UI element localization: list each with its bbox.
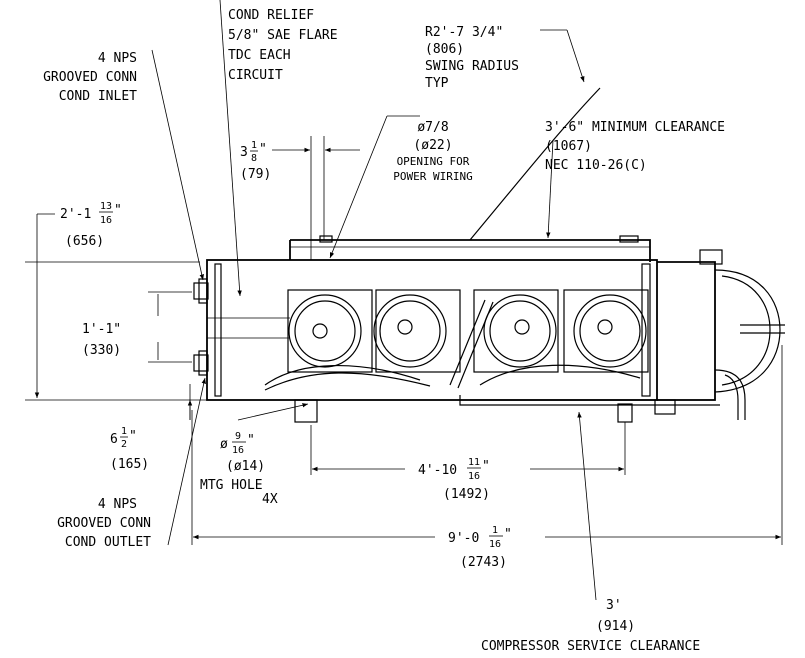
dim-4-10-suffix: "	[482, 459, 490, 474]
mtg-hole-num: 9	[235, 431, 241, 442]
dim-9-0-mm: (2743)	[460, 555, 507, 570]
cond-outlet-line2: GROOVED CONN	[57, 516, 151, 531]
cond-inlet-label: 4 NPS GROOVED CONN COND INLET	[43, 51, 137, 104]
dim-3-1-8-mm: (79)	[240, 167, 271, 182]
swing-radius-line1: R2'-7 3/4"	[425, 25, 503, 40]
compressor-clearance-mm: (914)	[596, 619, 635, 634]
cond-relief-line1: COND RELIEF	[228, 8, 314, 23]
mtg-hole-label: ø 9 16 " (ø14) MTG HOLE 4X	[200, 431, 278, 507]
fan-4	[563, 289, 649, 373]
cond-outlet-line1: 4 NPS	[98, 497, 137, 512]
min-clearance-label: 3'-6" MINIMUM CLEARANCE (1067) NEC 110-2…	[545, 120, 725, 173]
power-opening-label: ø7/8 (ø22) OPENING FOR POWER WIRING	[393, 120, 472, 183]
compressor-clearance-dim: 3'	[606, 598, 622, 613]
power-opening-line4: POWER WIRING	[393, 170, 472, 183]
mtg-hole-dia-lead: ø	[220, 437, 228, 452]
fan-3	[473, 289, 559, 373]
dim-height-mm: (656)	[65, 234, 104, 249]
power-opening-dia: ø7/8	[417, 120, 448, 135]
min-clearance-line2: (1067)	[545, 139, 592, 154]
dim-height-suffix: "	[114, 203, 122, 218]
dim-4-10-mm: (1492)	[443, 487, 490, 502]
dim-6-1-2-suffix: "	[129, 429, 137, 444]
dim-3-1-8-suffix: "	[259, 142, 267, 157]
cond-inlet-line1: 4 NPS	[98, 51, 137, 66]
cond-inlet-line2: GROOVED CONN	[43, 70, 137, 85]
dim-9-0-suffix: "	[504, 527, 512, 542]
dim-6-1-2-mm: (165)	[110, 457, 149, 472]
cond-inlet-line3: COND INLET	[59, 89, 137, 104]
dim-6-1-2-num: 1	[121, 426, 127, 437]
power-opening-mm: (ø22)	[413, 138, 452, 153]
min-clearance-line3: NEC 110-26(C)	[545, 158, 647, 173]
compressor-clearance-label: 3' (914) COMPRESSOR SERVICE CLEARANCE	[481, 598, 700, 654]
mtg-hole-text: MTG HOLE	[200, 478, 263, 493]
compressor-clearance-text: COMPRESSOR SERVICE CLEARANCE	[481, 639, 700, 654]
swing-radius-label: R2'-7 3/4" (806) SWING RADIUS TYP	[425, 25, 519, 91]
min-clearance-line1: 3'-6" MINIMUM CLEARANCE	[545, 120, 725, 135]
dim-6-1-2-whole: 6	[110, 432, 118, 447]
dim-9-0: 9'-0 1 16 " (2743)	[448, 525, 512, 570]
cond-outlet-line3: COND OUTLET	[65, 535, 151, 550]
mtg-hole-count: 4X	[262, 492, 278, 507]
cond-outlet-label: 4 NPS GROOVED CONN COND OUTLET	[57, 497, 151, 550]
dim-3-1-8: 3 1 8 " (79)	[240, 140, 271, 182]
swing-radius-line4: TYP	[425, 76, 449, 91]
fan-2	[373, 289, 461, 373]
dim-9-0-num: 1	[492, 525, 498, 536]
dim-4-10: 4'-10 11 16 " (1492)	[418, 457, 490, 502]
dim-4-10-lead: 4'-10	[418, 463, 457, 478]
cond-relief-line4: CIRCUIT	[228, 68, 283, 83]
fan-1	[287, 289, 373, 373]
dim-6-1-2: 6 1 2 " (165)	[110, 426, 149, 472]
swing-radius-arc	[469, 87, 601, 241]
cond-relief-line2: 5/8" SAE FLARE	[228, 28, 338, 43]
swing-radius-line3: SWING RADIUS	[425, 59, 519, 74]
swing-radius-line2: (806)	[425, 42, 464, 57]
dim-height-den: 16	[100, 215, 112, 226]
dim-1-1-text: 1'-1"	[82, 322, 121, 337]
dim-height-num: 13	[100, 201, 112, 212]
mtg-hole-suffix: "	[247, 433, 255, 448]
mtg-hole-mm: (ø14)	[226, 459, 265, 474]
cond-relief-label: COND RELIEF 5/8" SAE FLARE TDC EACH CIRC…	[228, 8, 338, 83]
dim-1-1: 1'-1" (330)	[82, 322, 121, 358]
dim-3-1-8-num: 1	[251, 140, 257, 151]
dim-4-10-num: 11	[468, 457, 480, 468]
dim-9-0-den: 16	[489, 539, 501, 550]
power-opening-line3: OPENING FOR	[397, 155, 470, 168]
unit-body	[193, 235, 785, 423]
dim-9-0-lead: 9'-0	[448, 531, 479, 546]
dim-height: 2'-1 13 16 " (656)	[60, 201, 122, 249]
mtg-hole-den: 16	[232, 445, 244, 456]
dim-6-1-2-den: 2	[121, 439, 127, 450]
dim-3-1-8-den: 8	[251, 153, 257, 164]
cond-relief-line3: TDC EACH	[228, 48, 291, 63]
dim-3-1-8-whole: 3	[240, 145, 248, 160]
dim-4-10-den: 16	[468, 471, 480, 482]
dim-1-1-mm: (330)	[82, 343, 121, 358]
dim-height-lead: 2'-1	[60, 207, 91, 222]
